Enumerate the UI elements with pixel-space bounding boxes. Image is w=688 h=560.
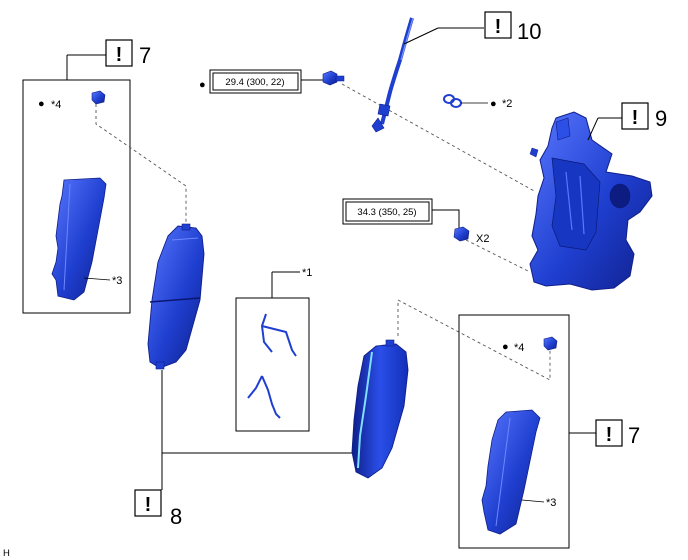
warning-icon[interactable] — [484, 11, 512, 39]
union-bolt-group: ● 29.4 (300, 22) — [199, 69, 345, 94]
note-4-upper: *4 — [51, 99, 61, 111]
note-3-lower-leader — [521, 499, 545, 503]
caliper-piston-bore — [609, 183, 631, 209]
torque-box-inner — [212, 72, 299, 91]
warning-icon-glyph: ! — [606, 424, 613, 446]
callout-caliper: 9 — [655, 106, 667, 131]
warning-icon[interactable] — [105, 39, 133, 67]
union-bolt-shank — [335, 75, 345, 82]
brake-pad-right-part — [351, 343, 409, 479]
torque-union-bolt: 29.4 (300, 22) — [225, 77, 284, 88]
illustration-code: H — [3, 548, 10, 559]
pad-tab-top — [385, 339, 395, 347]
pad-clip-part — [91, 90, 106, 105]
spring-box-frame — [235, 297, 310, 432]
gasket-group: ● *2 — [443, 94, 512, 110]
caliper-leader — [587, 117, 599, 141]
bolt-quantity: X2 — [476, 233, 489, 245]
shim-plate-part — [51, 177, 107, 301]
warning-icon[interactable] — [134, 489, 162, 517]
torque-box-inner — [345, 201, 430, 222]
flexible-hose-part — [380, 17, 414, 125]
caliper-bleeder-boss — [555, 117, 571, 141]
note-3-upper: *3 — [112, 275, 122, 287]
hose-leader — [403, 27, 439, 45]
brake-pad-left-part — [147, 225, 205, 369]
callout-pads: 8 — [170, 504, 182, 529]
bullet-icon: ● — [502, 341, 509, 353]
pad-kit-upper-frame — [22, 79, 131, 314]
pad-edge-highlight — [171, 237, 199, 241]
pad-tab-top — [181, 223, 191, 231]
warning-icon-glyph: ! — [495, 16, 502, 38]
warning-icon-glyph: ! — [116, 44, 123, 66]
note-4-lower: *4 — [514, 342, 524, 354]
bullet-icon: ● — [490, 98, 497, 110]
pad-wear-indicator-strip — [357, 351, 373, 469]
spring-upper-part — [260, 313, 297, 357]
brake-pad-left-group — [147, 223, 205, 370]
warning-icon-glyph: ! — [145, 494, 152, 516]
note-1: *1 — [302, 267, 312, 279]
callout-pad-kit-upper: 7 — [139, 43, 151, 68]
note-2: *2 — [502, 98, 512, 110]
torque-caliper-bolt: 34.3 (350, 25) — [357, 207, 416, 218]
union-bolt-dashed-leader — [341, 83, 537, 193]
pad-to-clip-dashed-leader — [397, 299, 551, 381]
pad-kit-upper-group: ! 7 ● *4 *3 — [22, 39, 151, 314]
bullet-icon: ● — [38, 98, 45, 110]
hose-fitting-part — [377, 103, 391, 117]
caliper-group: ! 9 — [529, 102, 667, 291]
caliper-bolt-part — [453, 226, 470, 242]
caliper-bleeder-part — [529, 147, 539, 158]
flexible-hose-group: ! 10 — [371, 11, 541, 133]
shim-plate-part — [481, 409, 541, 535]
note-3-lower: *3 — [546, 497, 556, 509]
pad-tab-bottom — [155, 361, 165, 370]
pad-groove — [149, 297, 201, 303]
pad-clip-part — [543, 336, 558, 351]
pad-kit-lower-group: ! 7 ● *4 *3 — [458, 314, 640, 549]
torque-leader — [432, 209, 460, 228]
caliper-ribs — [565, 171, 585, 235]
warning-icon-glyph: ! — [632, 107, 639, 129]
bullet-icon: ● — [199, 79, 206, 91]
hose-banjo-part — [371, 117, 385, 133]
brake-pad-right-group — [351, 339, 409, 479]
union-bolt-part — [322, 70, 338, 86]
warning-icon[interactable] — [621, 102, 649, 130]
spring-box-group: *1 — [235, 267, 312, 432]
spring-lower-part — [247, 375, 281, 419]
shim-highlight — [495, 417, 511, 527]
callout-hose: 10 — [517, 19, 541, 44]
warning-icon[interactable] — [595, 419, 623, 447]
shim-highlight — [63, 183, 71, 291]
pad-kit-lower-frame — [458, 314, 570, 549]
clip-to-pad-dashed-leader — [95, 104, 187, 226]
caliper-bolt-group: 34.3 (350, 25) X2 — [342, 198, 489, 245]
callout-pad-kit-lower: 7 — [628, 423, 640, 448]
note-3-upper-leader — [83, 277, 111, 281]
caliper-bridge — [551, 157, 601, 251]
hose-highlight — [400, 17, 414, 61]
